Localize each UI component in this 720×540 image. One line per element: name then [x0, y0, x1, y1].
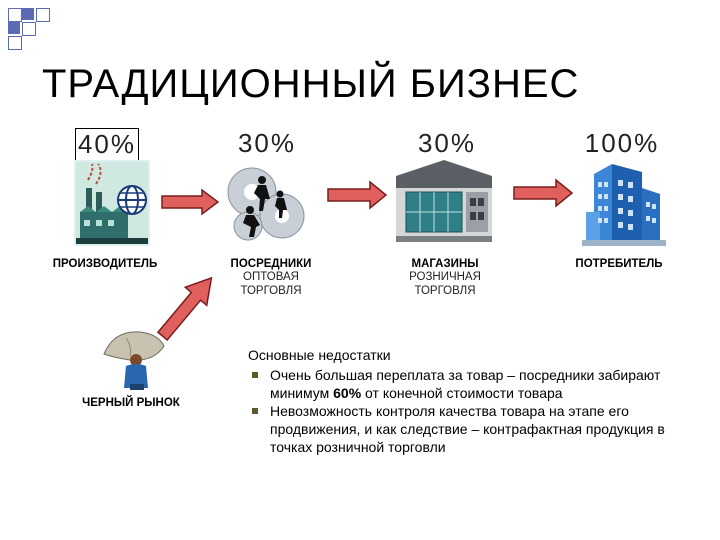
bullet-text-quality: Невозможность контроля качества товара н… [270, 402, 708, 456]
label-wholesale-2: ТОРГОВЛЯ [240, 284, 301, 298]
label-black-market: ЧЕРНЫЙ РЫНОК [56, 397, 206, 409]
arrow-right-icon [160, 188, 220, 216]
label-consumer: ПОТРЕБИТЕЛЬ [544, 258, 694, 270]
percent-consumer: 100% [567, 128, 677, 159]
label-producer: ПРОИЗВОДИТЕЛЬ [30, 258, 180, 270]
label-intermediaries: ПОСРЕДНИКИ [231, 258, 312, 270]
store-building-icon [392, 158, 496, 244]
list-item: Невозможность контроля качества товара н… [248, 402, 708, 456]
arrow-right-icon [512, 178, 574, 208]
skyscraper-icon [582, 158, 666, 246]
drawbacks-section: Основные недостатки Очень большая перепл… [248, 346, 708, 456]
bullet-square-icon [252, 372, 258, 378]
label-wholesale-1: ОПТОВАЯ [243, 270, 299, 284]
label-stores-group: МАГАЗИНЫ РОЗНИЧНАЯ ТОРГОВЛЯ [370, 258, 520, 298]
label-retail-1: РОЗНИЧНАЯ [409, 270, 481, 284]
page-title: ТРАДИЦИОННЫЙ БИЗНЕС [42, 62, 579, 107]
globe-icon [116, 184, 148, 216]
percent-producer: 40% [52, 128, 162, 160]
bullet-square-icon [252, 408, 258, 414]
percent-intermediaries: 30% [212, 128, 322, 159]
percent-stores: 30% [392, 128, 502, 159]
gears-icon [222, 160, 308, 246]
person-with-sack-icon [96, 326, 170, 390]
arrow-right-icon [326, 180, 388, 210]
label-stores: МАГАЗИНЫ [411, 258, 478, 270]
label-retail-2: ТОРГОВЛЯ [414, 284, 475, 298]
bullet-text-overpay: Очень большая переплата за товар – посре… [270, 366, 708, 402]
drawbacks-heading: Основные недостатки [248, 346, 708, 364]
list-item: Очень большая переплата за товар – посре… [248, 366, 708, 402]
label-intermediaries-group: ПОСРЕДНИКИ ОПТОВАЯ ТОРГОВЛЯ [196, 258, 346, 298]
